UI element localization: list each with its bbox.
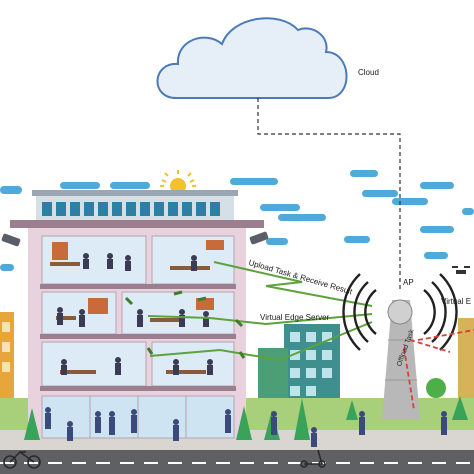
round-tree bbox=[426, 378, 446, 398]
virtual-edge-cut-label: Virtual E bbox=[441, 297, 472, 306]
office-building bbox=[10, 190, 264, 439]
green-dash-marks bbox=[124, 290, 246, 359]
cctv-camera-icon bbox=[1, 231, 269, 247]
red-offload-links bbox=[403, 329, 474, 411]
sky-clouds-strips bbox=[0, 170, 474, 271]
road bbox=[0, 450, 474, 474]
ap-label: AP bbox=[403, 278, 414, 287]
cloud-icon bbox=[156, 17, 348, 99]
background-building-far-right bbox=[458, 318, 474, 408]
person-icon bbox=[45, 407, 447, 447]
cloud-uplink-dashed-line bbox=[257, 98, 401, 292]
cloud-label: Cloud bbox=[358, 68, 379, 77]
bicycle-icon bbox=[3, 450, 41, 469]
virtual-edge-server-label: Virtual Edge Server bbox=[260, 313, 330, 322]
drone-icon bbox=[452, 266, 470, 274]
scooter-icon bbox=[300, 449, 326, 468]
